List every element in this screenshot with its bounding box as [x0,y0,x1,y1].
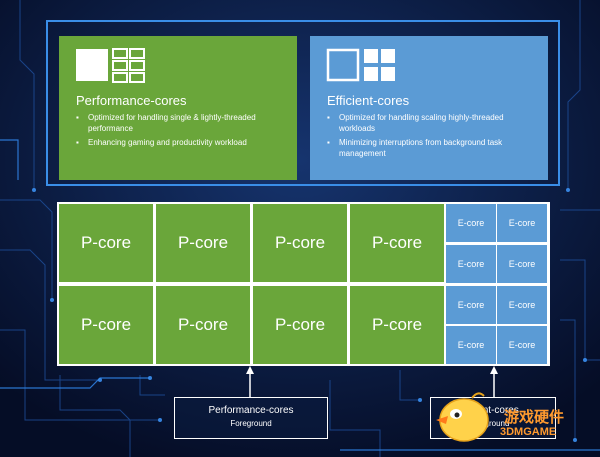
efficient-connector-arrow-icon [490,366,498,398]
efficient-label-sub: …ground [476,419,510,428]
watermark-brand-text: 3DMGAME [500,426,557,438]
performance-connector-arrow-icon [246,366,254,398]
performance-cores-title: Performance-cores [76,93,187,108]
p-core-block: P-core [59,204,153,282]
p-core-block: P-core [350,286,444,364]
p-core-block: P-core [59,286,153,364]
e-core-block: E-core [446,245,496,283]
efficient-cores-title: Efficient-cores [327,93,410,108]
e-core-block: E-core [497,286,547,324]
e-core-block: E-core [446,286,496,324]
p-core-block: P-core [253,204,347,282]
performance-label-main: Performance-cores [208,405,294,416]
efficient-bullet: Minimizing interruptions from background… [327,137,539,159]
chick-mascot-icon [436,392,489,442]
p-core-block: P-core [156,286,250,364]
performance-bullet: Enhancing gaming and productivity worklo… [76,137,288,148]
e-core-block: E-core [497,204,547,242]
efficient-bullet: Optimized for handling scaling highly-th… [327,112,539,134]
p-core-block: P-core [156,204,250,282]
e-core-block: E-core [446,326,496,364]
e-core-block: E-core [446,204,496,242]
performance-bullet: Optimized for handling single & lightly-… [76,112,288,134]
p-core-block: P-core [253,286,347,364]
e-core-block: E-core [497,245,547,283]
site-watermark: 游戏硬件 3DMGAME [434,386,584,446]
performance-cores-label: Performance-cores Foreground [174,397,328,439]
e-core-block: E-core [497,326,547,364]
performance-label-sub: Foreground [230,419,272,428]
cores-overview-frame [46,20,560,186]
performance-grid-icon [76,48,145,83]
performance-cores-card: Performance-cores Optimized for handling… [59,36,297,180]
efficient-grid-icon [326,48,395,82]
efficient-label-main: …ent-cores [467,405,519,416]
efficient-cores-card: Efficient-cores Optimized for handling s… [310,36,548,180]
p-core-block: P-core [350,204,444,282]
watermark-cn-text: 游戏硬件 [504,409,565,426]
efficient-cores-bullets: Optimized for handling scaling highly-th… [327,112,539,162]
performance-cores-bullets: Optimized for handling single & lightly-… [76,112,288,151]
